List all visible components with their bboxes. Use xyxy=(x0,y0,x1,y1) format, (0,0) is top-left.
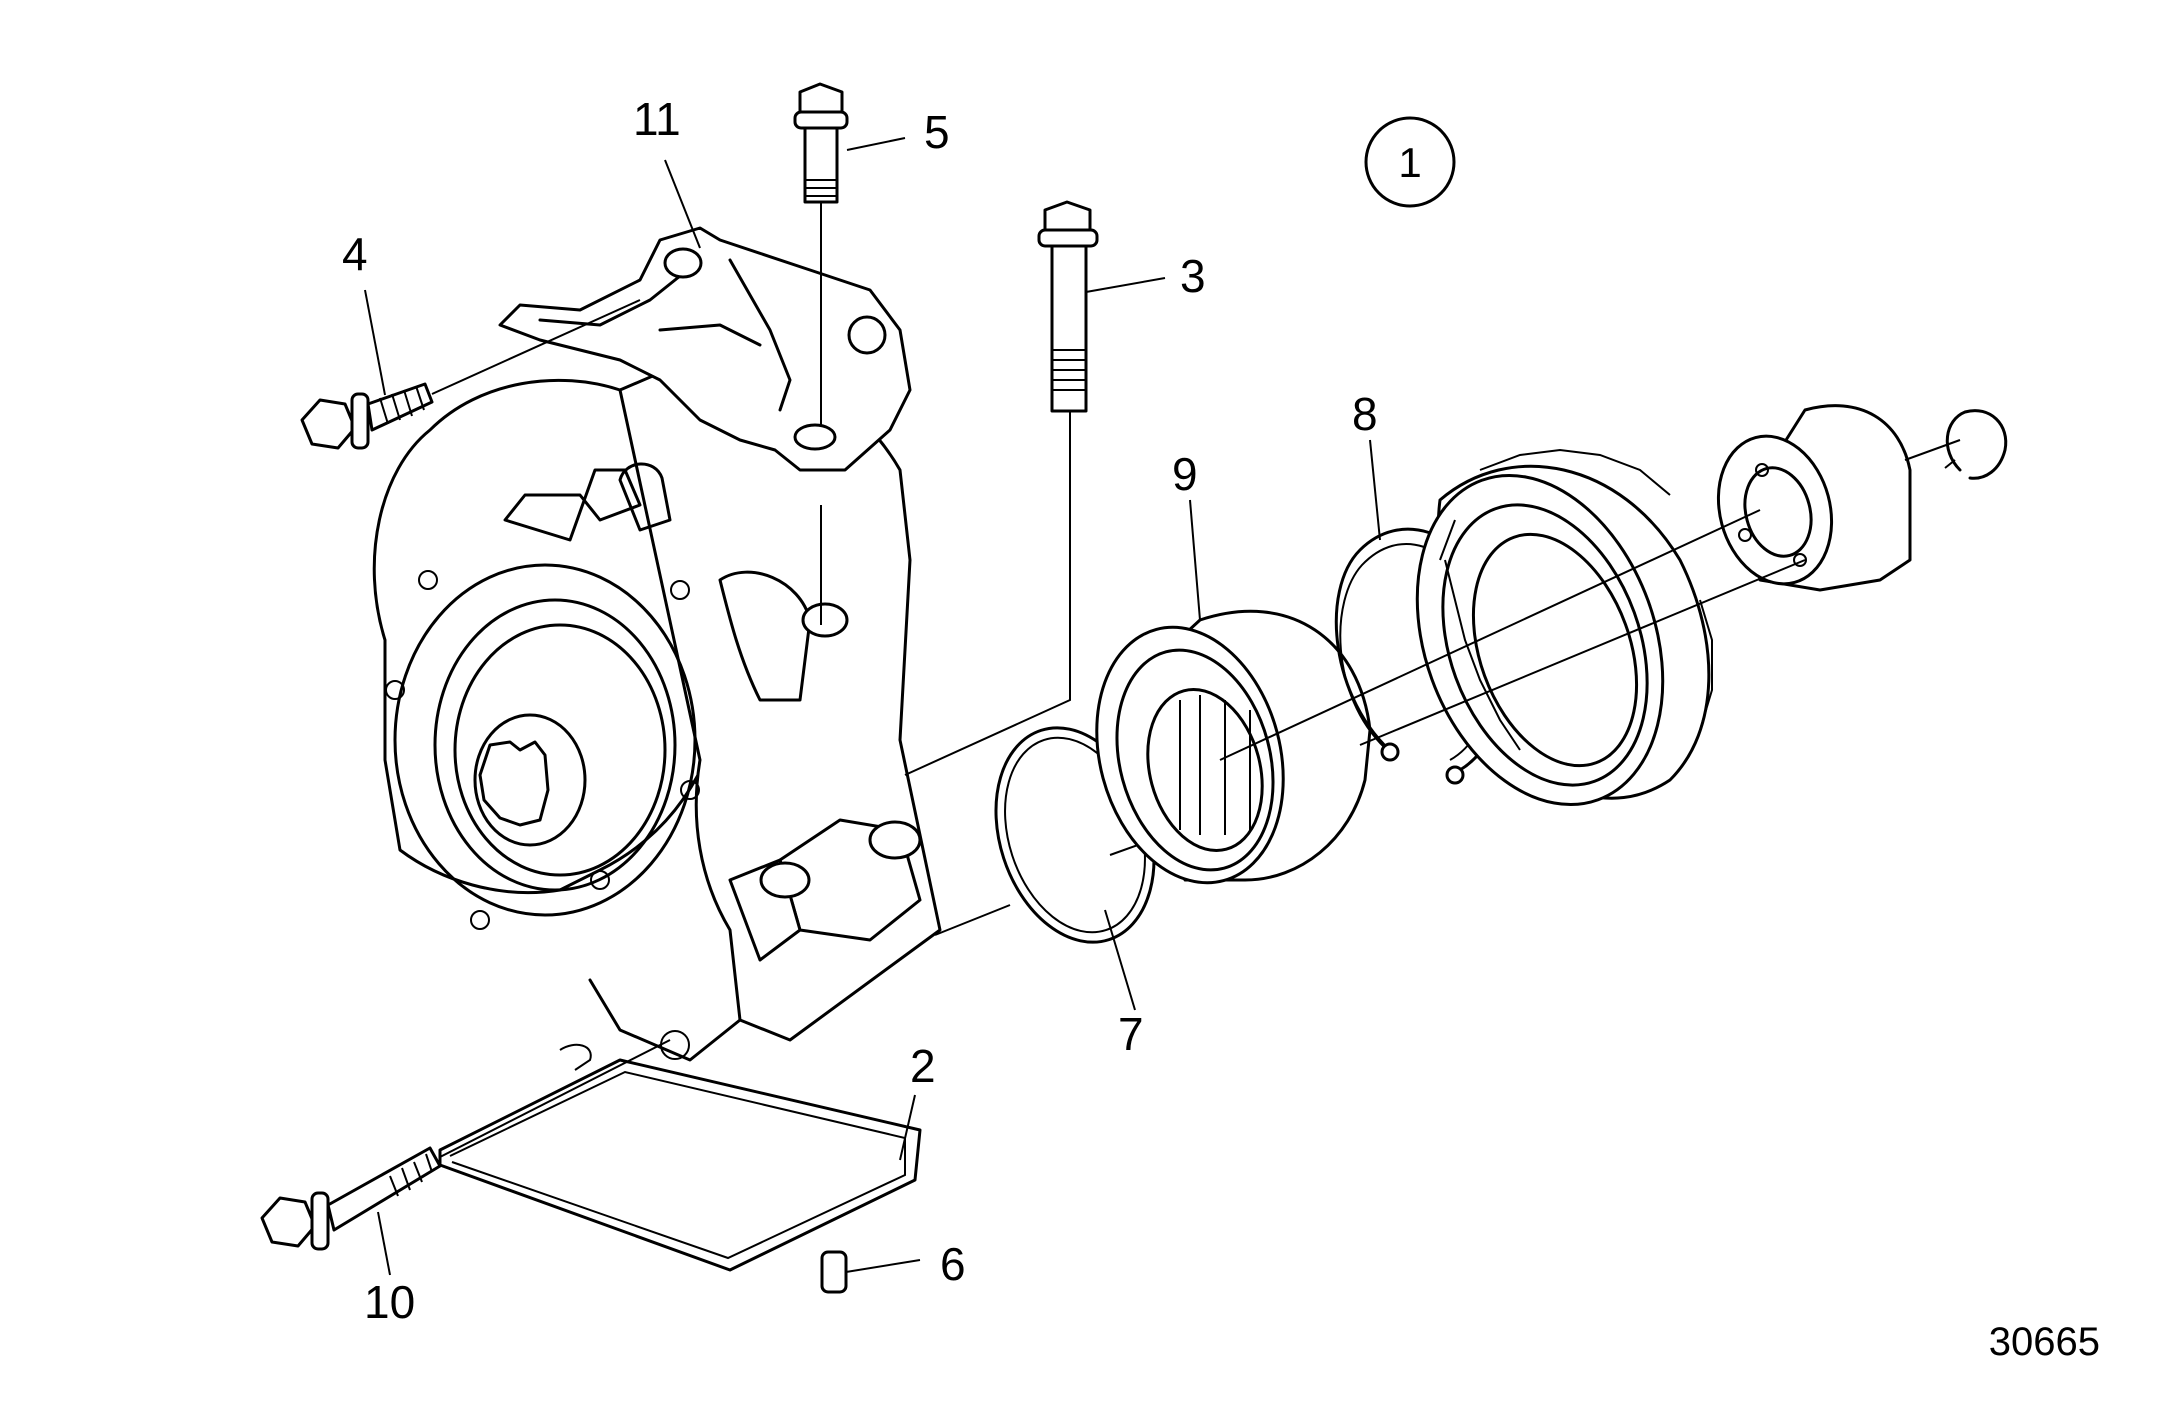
helical-gear xyxy=(1415,448,1713,807)
callout-7: 7 xyxy=(1118,1008,1144,1060)
callout-6: 6 xyxy=(940,1238,966,1290)
bolt-4 xyxy=(300,299,641,450)
figure-number-badge: 1 xyxy=(1364,116,1456,208)
leader-lines xyxy=(364,137,1381,1276)
figure-number: 1 xyxy=(1398,139,1421,186)
gear-housing xyxy=(372,357,942,1062)
roller-bearing-9 xyxy=(1095,609,1372,885)
callout-2: 2 xyxy=(910,1040,936,1092)
drawing-number: 30665 xyxy=(1989,1320,2100,1364)
snap-ring xyxy=(1904,409,2008,480)
gasket-2 xyxy=(438,1043,922,1272)
callout-5: 5 xyxy=(924,106,950,158)
long-bolt-3 xyxy=(904,200,1099,776)
dowel-pin-6 xyxy=(820,1250,848,1294)
callout-4: 4 xyxy=(342,228,368,280)
callout-3: 3 xyxy=(1180,250,1206,302)
flange-bolt-5 xyxy=(793,82,849,625)
callout-8: 8 xyxy=(1352,388,1378,440)
callout-9: 9 xyxy=(1172,448,1198,500)
shaft-hub xyxy=(1219,404,1912,761)
callout-11: 11 xyxy=(633,93,681,145)
mounting-bracket xyxy=(498,226,912,472)
callout-10: 10 xyxy=(364,1276,415,1328)
bolt-10 xyxy=(260,1039,671,1251)
